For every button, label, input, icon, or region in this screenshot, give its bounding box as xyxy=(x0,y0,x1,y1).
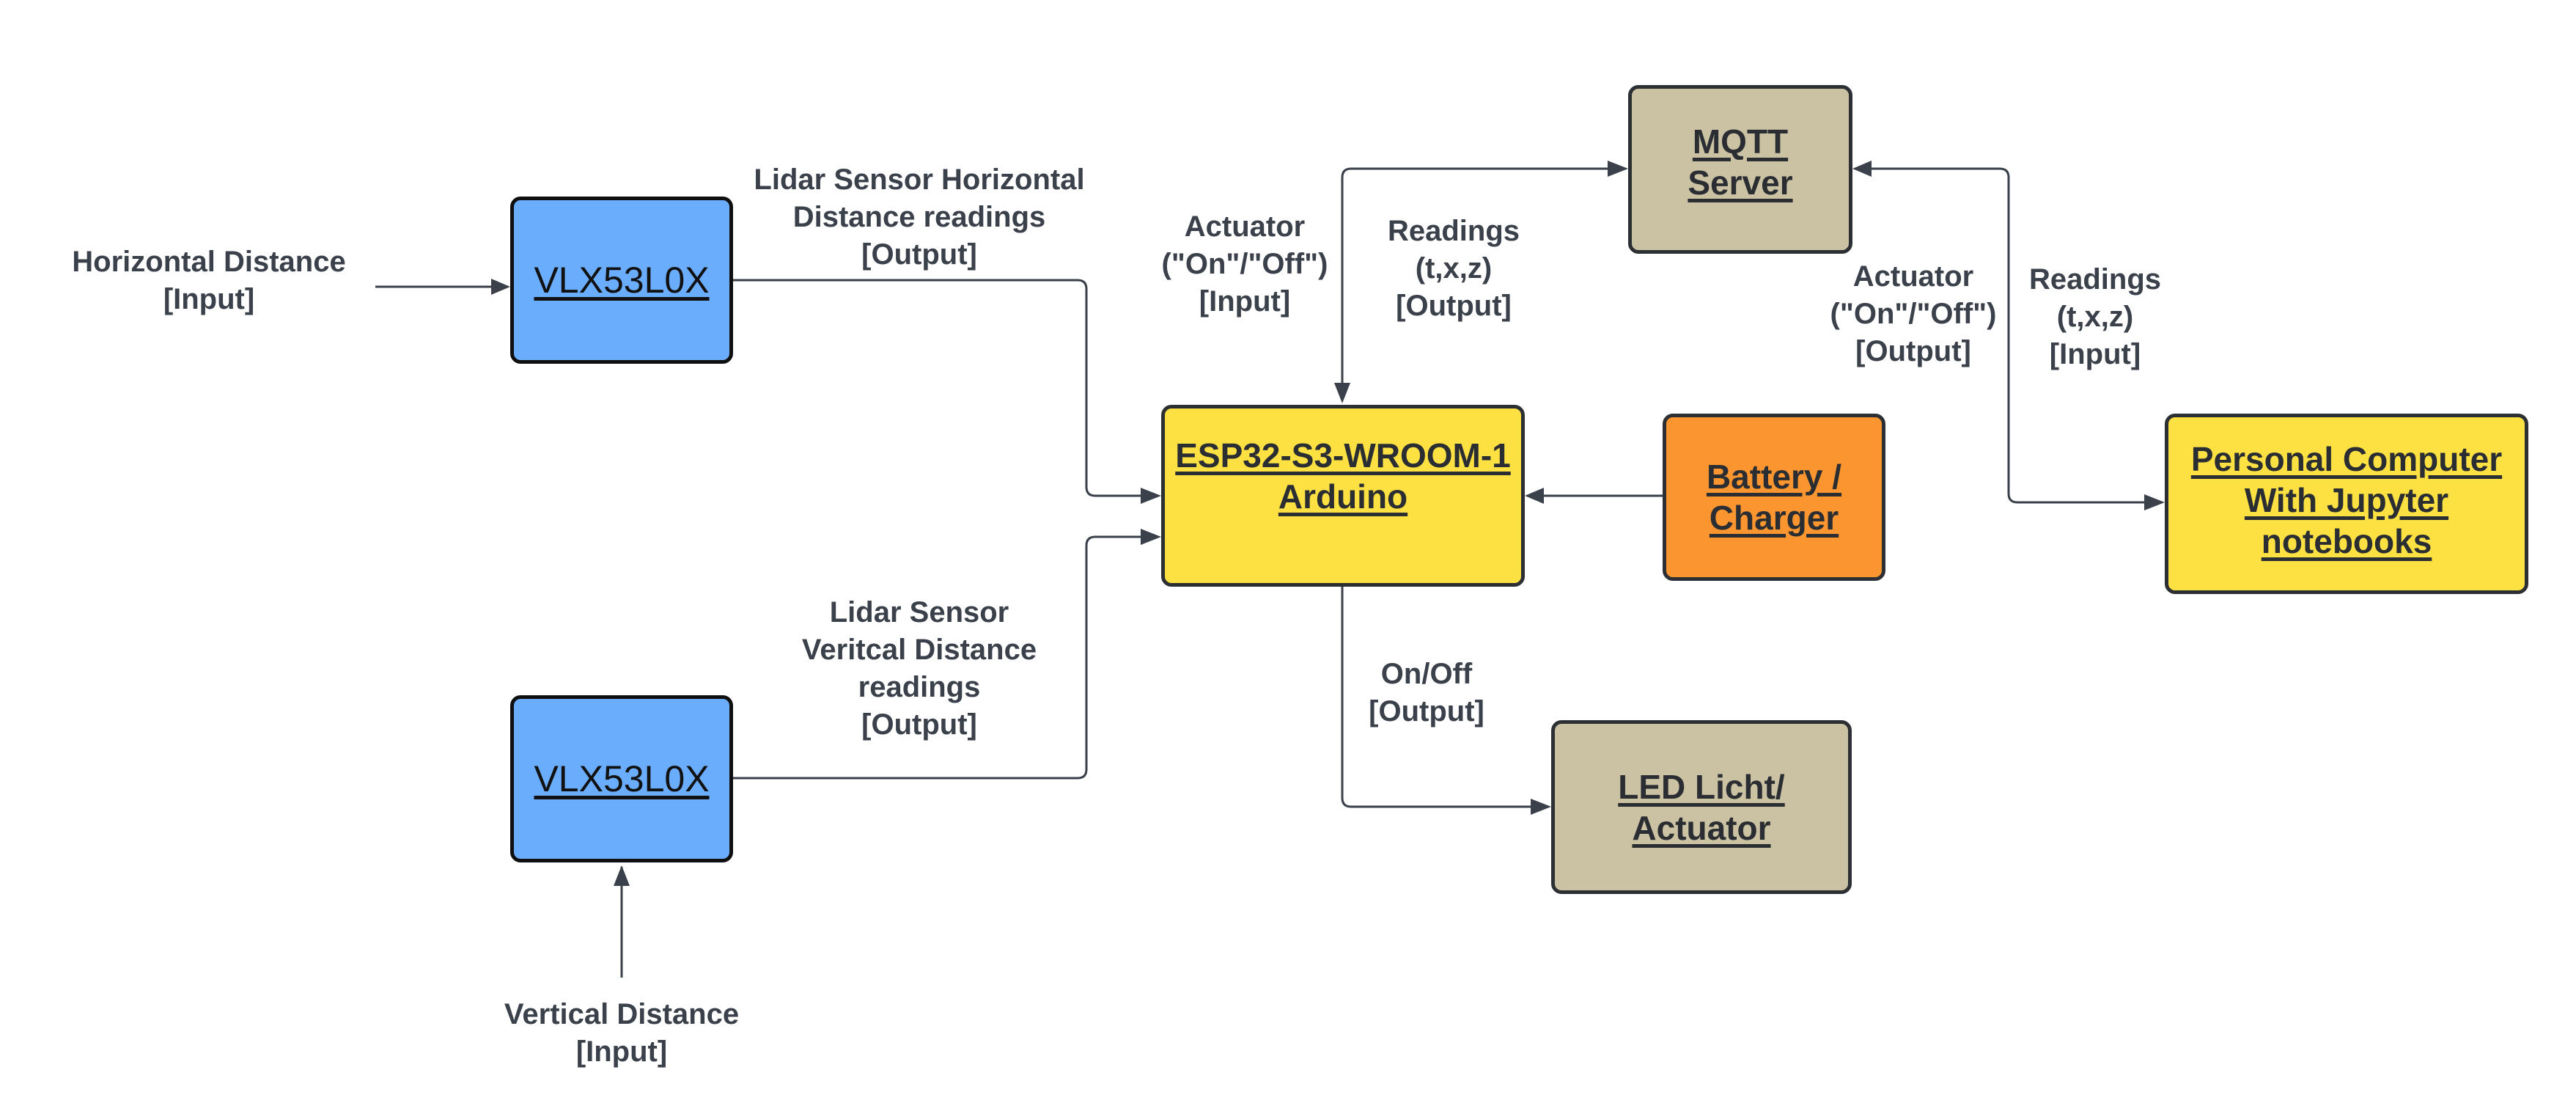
led-label: LED Licht/ Actuator xyxy=(1618,766,1784,849)
label-line: Vertical Distance xyxy=(504,998,740,1030)
pc-label-line: With Jupyter xyxy=(2244,481,2449,519)
led-label-line: LED Licht/ xyxy=(1618,767,1785,806)
led-node[interactable]: LED Licht/ Actuator xyxy=(1551,720,1852,894)
actuator-input-label: Actuator ("On"/"Off") [Input] xyxy=(1162,208,1328,320)
label-line: ("On"/"Off") xyxy=(1830,298,1997,330)
arrowhead-icon xyxy=(1141,529,1161,545)
label-line: Lidar Sensor xyxy=(829,596,1009,629)
esp32-label-line: ESP32-S3-WROOM-1 xyxy=(1175,436,1511,474)
esp32-label: ESP32-S3-WROOM-1 Arduino xyxy=(1175,435,1511,517)
arrowhead-icon xyxy=(1334,383,1350,403)
label-line: Actuator xyxy=(1852,260,1974,293)
sensor-vertical-node[interactable]: VLX53L0X xyxy=(510,695,733,862)
label-line: readings xyxy=(858,671,981,703)
esp32-label-line: Arduino xyxy=(1278,477,1408,516)
label-line: [Output] xyxy=(861,238,977,271)
led-label-line: Actuator xyxy=(1632,808,1771,847)
lidar-vertical-label: Lidar Sensor Veritcal Distance readings … xyxy=(802,594,1037,744)
sensor-horizontal-node[interactable]: VLX53L0X xyxy=(510,197,733,364)
pc-label-line: Personal Computer xyxy=(2190,440,2503,478)
label-line: (t,x,z) xyxy=(2056,301,2134,333)
edge-sensor-horizontal-to-esp32 xyxy=(733,279,1157,497)
label-line: [Output] xyxy=(861,708,977,741)
sensor-horizontal-label: VLX53L0X xyxy=(534,260,710,301)
arrowhead-icon xyxy=(1531,799,1551,815)
readings-output-label: Readings (t,x,z) [Output] xyxy=(1388,213,1520,325)
arrowhead-icon xyxy=(1525,488,1544,504)
mqtt-label: MQTT Server xyxy=(1688,121,1792,203)
arrowhead-icon xyxy=(491,279,510,295)
arrowhead-icon xyxy=(614,865,630,886)
arrowhead-icon xyxy=(1141,488,1161,504)
edge-esp32-mqtt xyxy=(1341,167,1623,400)
actuator-output-label: Actuator ("On"/"Off") [Output] xyxy=(1830,258,1997,370)
label-line: [Input] xyxy=(1199,285,1291,318)
mqtt-label-line: MQTT xyxy=(1692,122,1789,161)
onoff-output-label: On/Off [Output] xyxy=(1369,656,1484,730)
sensor-vertical-label: VLX53L0X xyxy=(534,758,710,799)
pc-label: Personal Computer With Jupyter notebooks xyxy=(2191,439,2502,562)
label-line: Veritcal Distance xyxy=(801,634,1037,666)
lidar-horizontal-label: Lidar Sensor Horizontal Distance reading… xyxy=(754,161,1084,274)
battery-label-line: Charger xyxy=(1709,499,1839,537)
edge-mqtt-pc xyxy=(1856,167,2160,504)
esp32-node[interactable]: ESP32-S3-WROOM-1 Arduino xyxy=(1161,405,1525,587)
label-line: [Input] xyxy=(163,283,255,315)
edge-sensor-vertical-to-esp32 xyxy=(733,535,1157,780)
battery-node[interactable]: Battery / Charger xyxy=(1663,414,1885,581)
label-line: [Input] xyxy=(575,1036,668,1068)
label-line: Distance readings xyxy=(792,201,1046,233)
battery-label-line: Battery / xyxy=(1706,458,1842,496)
readings-input-label: Readings (t,x,z) [Input] xyxy=(2029,261,2161,373)
label-line: (t,x,z) xyxy=(1415,252,1493,285)
mqtt-node[interactable]: MQTT Server xyxy=(1628,85,1852,254)
label-line: Readings xyxy=(2028,263,2162,296)
label-line: Actuator xyxy=(1184,210,1306,243)
arrowhead-icon xyxy=(2144,494,2165,510)
edge-esp32-to-led xyxy=(1341,587,1547,808)
label-line: [Output] xyxy=(1369,695,1484,728)
pc-node[interactable]: Personal Computer With Jupyter notebooks xyxy=(2165,414,2528,594)
label-line: Readings xyxy=(1387,215,1520,247)
vertical-input-label: Vertical Distance [Input] xyxy=(504,996,739,1071)
pc-label-line: notebooks xyxy=(2261,522,2432,560)
label-line: [Output] xyxy=(1396,290,1512,322)
label-line: ("On"/"Off") xyxy=(1161,248,1328,280)
horizontal-input-label: Horizontal Distance [Input] xyxy=(72,243,345,318)
label-line: Horizontal Distance xyxy=(72,246,346,278)
label-line: [Output] xyxy=(1855,335,1971,367)
battery-label: Battery / Charger xyxy=(1707,456,1841,538)
label-line: [Input] xyxy=(2049,338,2141,370)
label-line: Lidar Sensor Horizontal xyxy=(754,164,1085,196)
arrowhead-icon xyxy=(1608,161,1628,177)
mqtt-label-line: Server xyxy=(1688,164,1793,202)
arrowhead-icon xyxy=(1852,161,1872,177)
label-line: On/Off xyxy=(1380,658,1473,690)
